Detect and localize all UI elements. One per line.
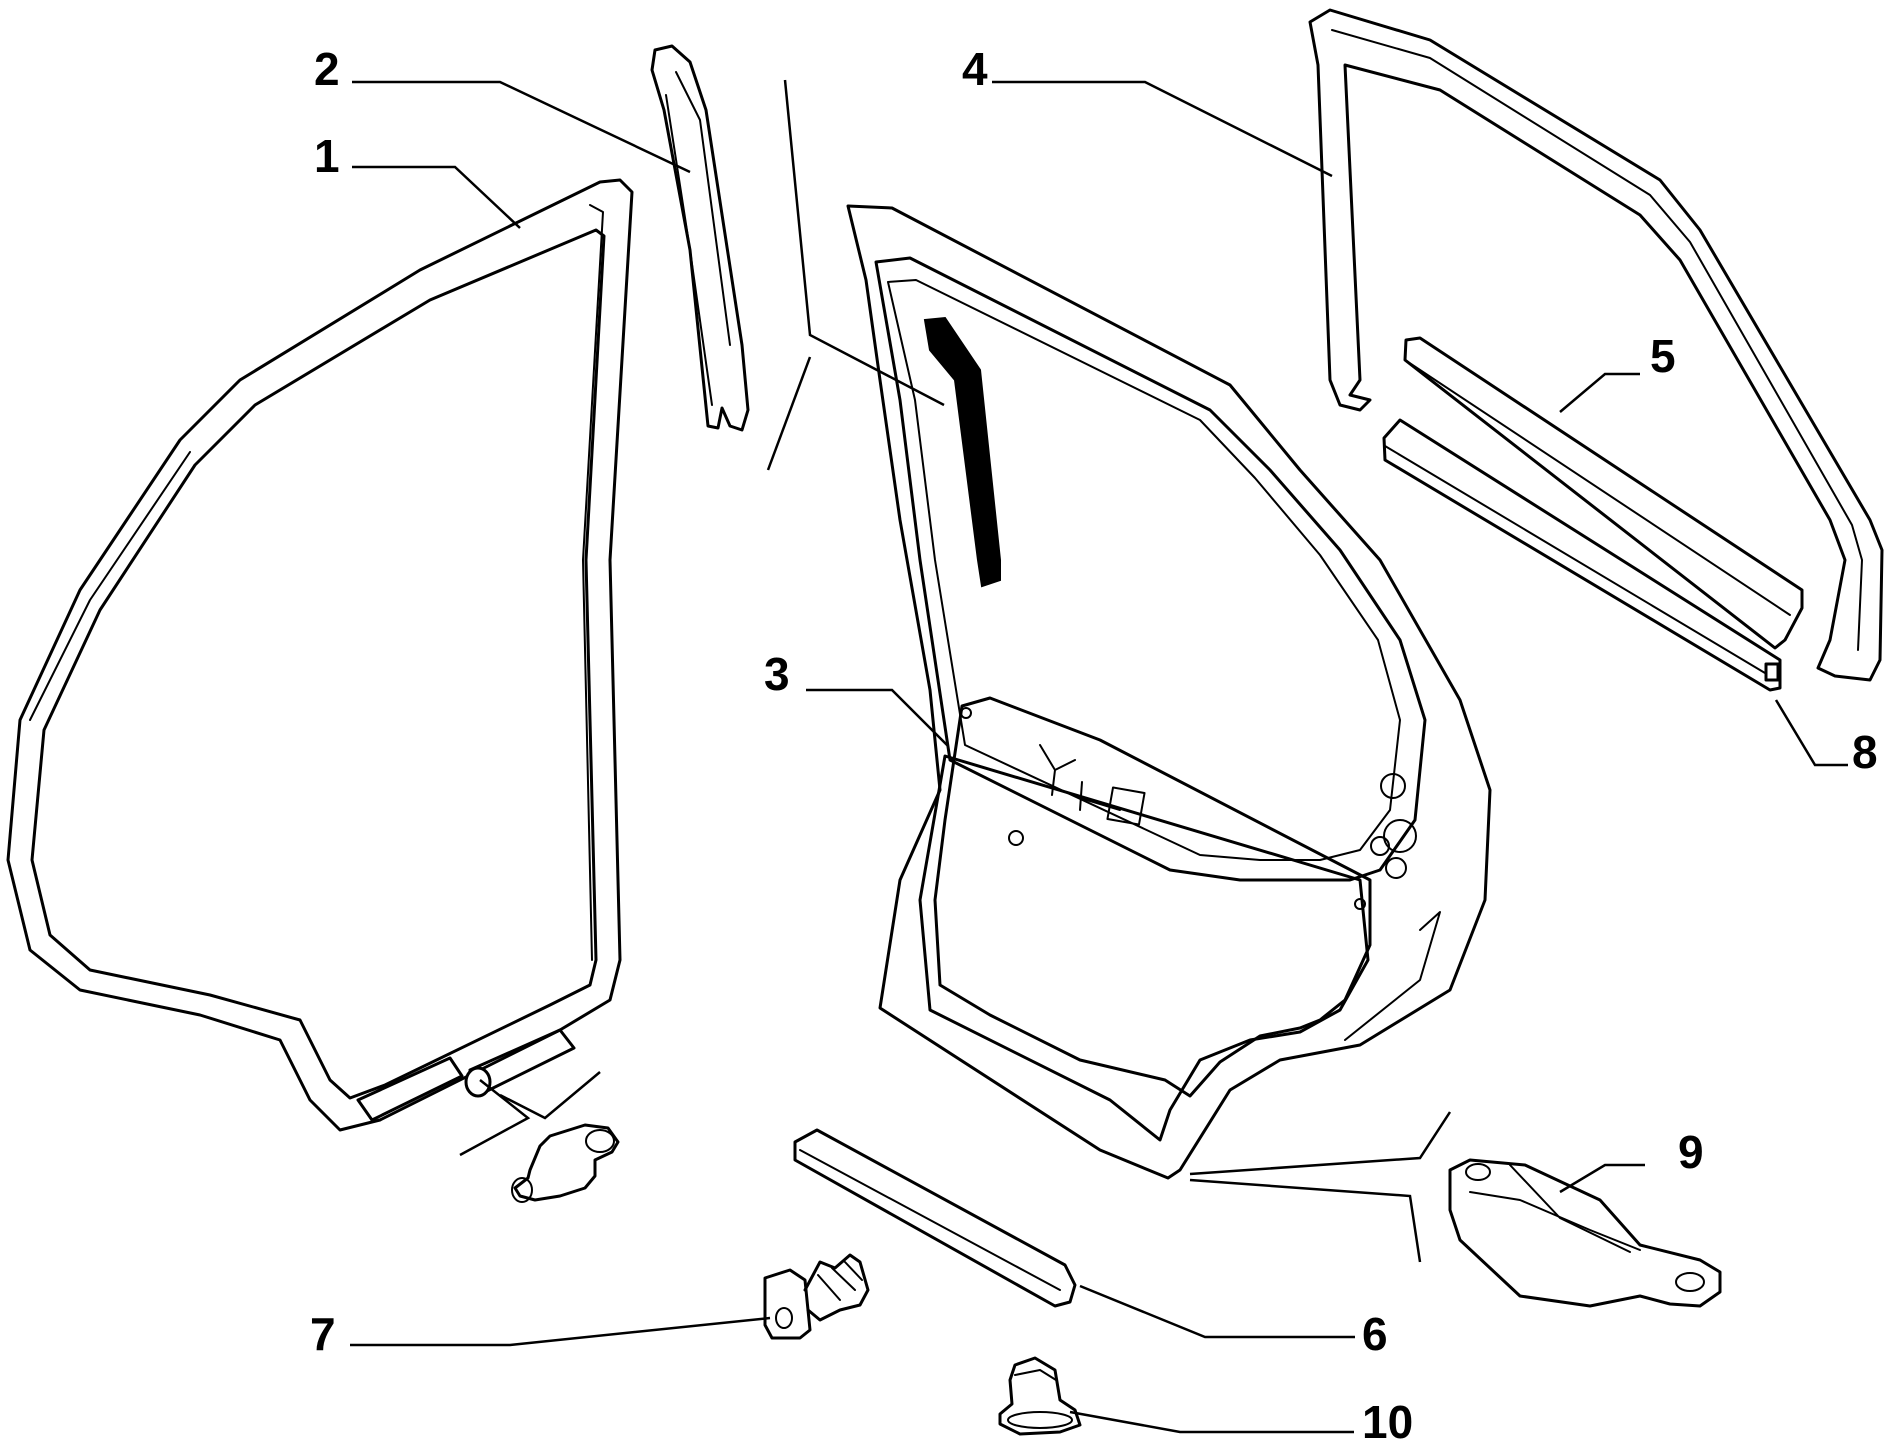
leader-10 <box>1069 1410 1354 1434</box>
pointer-upper-seal <box>783 79 945 407</box>
window-frame-seal <box>1308 8 1884 682</box>
plug-pin <box>511 1123 620 1203</box>
pointer-strap-b <box>1189 1178 1422 1263</box>
leader-7 <box>350 1316 771 1347</box>
leader-3 <box>806 688 949 747</box>
callout-labels: 2 1 3 4 5 6 7 8 9 10 <box>310 43 1878 1441</box>
leader-9 <box>1559 1163 1645 1194</box>
door-check-strap <box>1448 1158 1722 1308</box>
leader-6 <box>1079 1284 1355 1339</box>
callout-5: 5 <box>1650 330 1676 382</box>
leader-2 <box>352 80 691 174</box>
callout-8: 8 <box>1852 726 1878 778</box>
callout-2: 2 <box>314 43 340 95</box>
outer-belt-moulding <box>1403 336 1804 650</box>
retaining-clip <box>998 1356 1082 1436</box>
lower-sill-strip <box>793 1128 1077 1308</box>
callout-3: 3 <box>764 648 790 700</box>
leader-lines <box>350 79 1848 1434</box>
push-clip <box>763 1253 870 1340</box>
pointer-strap-a <box>1189 1111 1452 1176</box>
leader-8 <box>1774 699 1848 767</box>
leader-5 <box>1559 372 1640 413</box>
callout-6: 6 <box>1362 1308 1388 1360</box>
upper-channel-strip <box>650 44 750 432</box>
callout-10: 10 <box>1362 1396 1413 1441</box>
callout-9: 9 <box>1678 1126 1704 1178</box>
leader-1 <box>352 165 521 229</box>
rear-door-shell <box>846 204 1492 1180</box>
pointer-upper-channel <box>766 356 812 471</box>
inner-belt-strip <box>1382 418 1782 692</box>
callout-7: 7 <box>310 1308 336 1360</box>
door-seal-frame <box>6 178 634 1132</box>
leader-4 <box>992 80 1333 178</box>
pointer-joint-b <box>499 1071 601 1120</box>
callout-1: 1 <box>314 130 340 182</box>
callout-4: 4 <box>962 43 988 95</box>
pointer-joint <box>459 1079 531 1157</box>
